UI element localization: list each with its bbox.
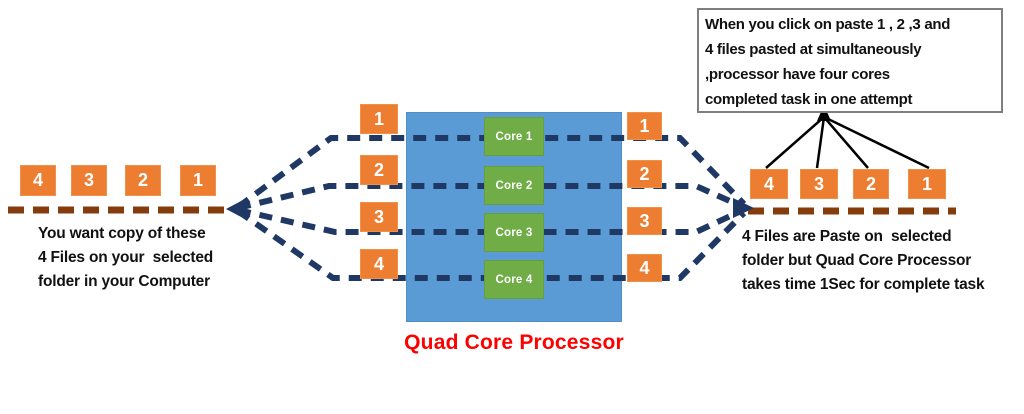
file-box-source-3: 3 [71, 165, 107, 196]
file-box-output-3: 3 [627, 207, 662, 235]
file-box-pasted-4: 4 [750, 169, 788, 199]
paste-callout-line: When you click on paste 1 , 2 ,3 and [705, 16, 951, 33]
file-box-input-4: 4 [360, 249, 398, 279]
file-box-source-2: 2 [125, 165, 161, 196]
right-arrowhead-icon [733, 198, 754, 218]
source-caption: You want copy of these 4 Files on your s… [38, 222, 213, 294]
source-caption-line: 4 Files on your selected [38, 249, 214, 266]
core-4-box: Core 4 [484, 260, 544, 299]
core-2-box: Core 2 [484, 166, 544, 205]
file-box-pasted-3: 3 [800, 169, 838, 199]
paste-caption: 4 Files are Paste on selected folder but… [742, 225, 985, 297]
core-1-box: Core 1 [484, 117, 544, 156]
file-box-pasted-1: 1 [908, 169, 946, 199]
paste-callout-line: ,processor have four cores [705, 66, 890, 83]
source-caption-line: folder in your Computer [38, 273, 210, 290]
file-box-output-2: 2 [627, 160, 662, 188]
fan-line-file2 [823, 116, 869, 169]
paste-callout-line: completed task in one attempt [705, 91, 913, 108]
flow-line-core3 [237, 207, 743, 235]
file-box-input-2: 2 [360, 155, 398, 185]
file-box-source-4: 4 [20, 165, 56, 196]
core-3-box: Core 3 [484, 213, 544, 252]
paste-caption-line: folder but Quad Core Processor [742, 252, 972, 269]
file-box-output-1: 1 [627, 112, 662, 140]
file-box-pasted-2: 2 [853, 169, 889, 199]
flow-line-core2 [237, 183, 743, 211]
source-caption-line: You want copy of these [38, 225, 206, 242]
file-box-input-3: 3 [360, 202, 398, 232]
paste-caption-line: takes time 1Sec for complete task [742, 276, 985, 293]
paste-caption-line: 4 Files are Paste on selected [742, 228, 952, 245]
paste-callout-box: When you click on paste 1 , 2 ,3 and 4 f… [697, 8, 1003, 113]
fan-line-file3 [815, 116, 826, 169]
file-box-input-1: 1 [360, 104, 398, 134]
processor-label: Quad Core Processor [404, 331, 624, 354]
left-arrowhead-icon [226, 200, 243, 218]
file-box-output-4: 4 [627, 254, 662, 282]
paste-callout-line: 4 files pasted at simultaneously [705, 41, 926, 58]
fan-line-file1 [823, 115, 930, 170]
file-box-source-1: 1 [180, 165, 216, 196]
fan-line-file4 [765, 116, 825, 169]
callout-arrowhead-icon [817, 105, 831, 121]
